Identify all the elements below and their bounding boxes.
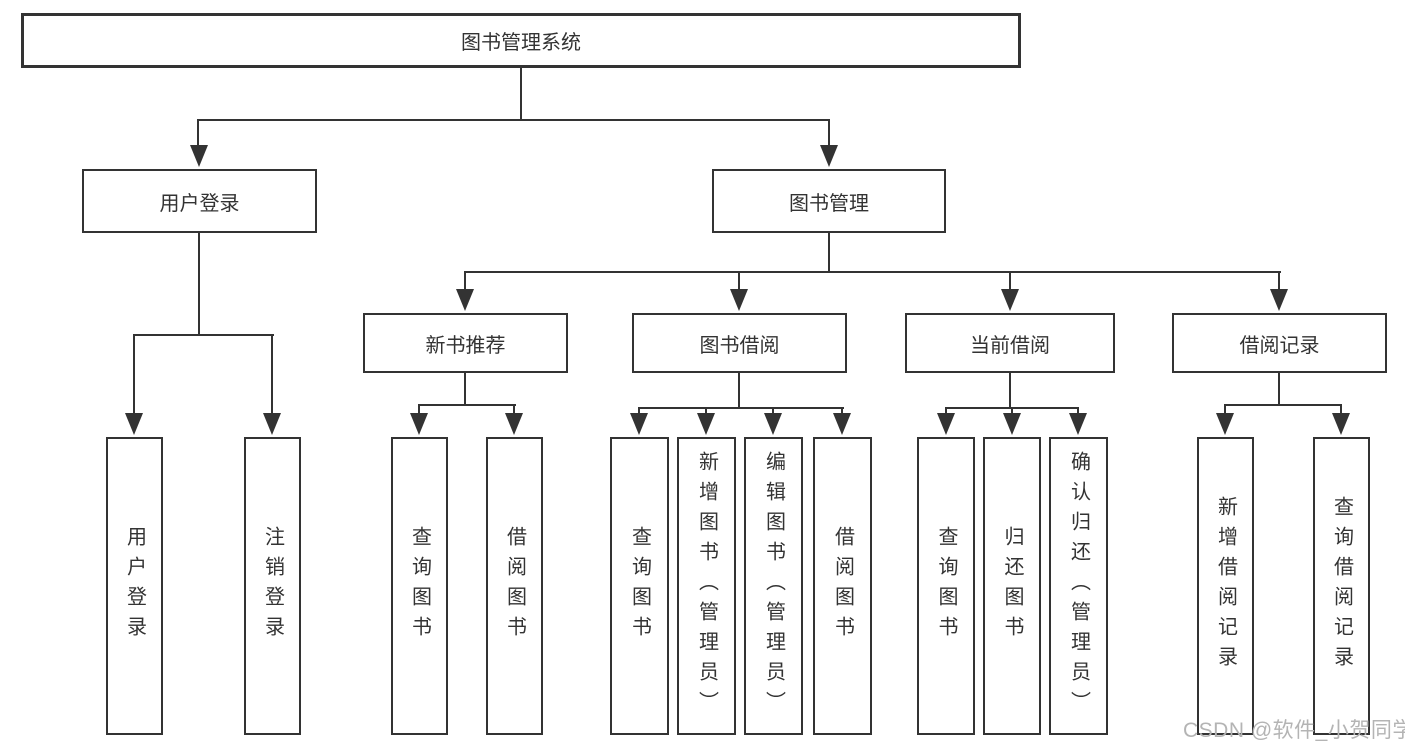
leaf-borrow-query-books: 查询图书 [610, 437, 669, 735]
connector-drop [1011, 407, 1013, 415]
connector-rec-stem [464, 373, 466, 406]
connector-drop [772, 407, 774, 415]
connector-drop [841, 407, 843, 415]
connector-records-bus [1224, 404, 1342, 406]
arrow-down-icon [1001, 289, 1019, 311]
node-new-book-recommendation: 新书推荐 [363, 313, 568, 373]
connector-drop [418, 404, 420, 415]
arrow-down-icon [456, 289, 474, 311]
node-book-borrowing: 图书借阅 [632, 313, 847, 373]
connector-root-stem [520, 68, 522, 121]
connector-drop [1077, 407, 1079, 415]
leaf-current-return-books: 归还图书 [983, 437, 1041, 735]
arrow-down-icon [833, 413, 851, 435]
arrow-down-icon [263, 413, 281, 435]
connector-drop [1224, 404, 1226, 415]
connector-drop [705, 407, 707, 415]
connector-drop-leaf-logout [271, 334, 273, 415]
leaf-borrow-edit-books-admin: 编辑图书（管理员） [744, 437, 803, 735]
leaf-current-query-books: 查询图书 [917, 437, 975, 735]
arrow-down-icon [820, 145, 838, 167]
connector-drop-leaf-login [133, 334, 135, 415]
connector-drop [513, 404, 515, 415]
leaf-rec-query-books: 查询图书 [391, 437, 448, 735]
arrow-down-icon [1216, 413, 1234, 435]
connector-drop [945, 407, 947, 415]
connector-current-stem [1009, 373, 1011, 409]
watermark: CSDN @软件_小贺同学 [1183, 719, 1405, 742]
connector-drop-recommendation [464, 271, 466, 294]
connector-drop [638, 407, 640, 415]
connector-drop-borrowing [738, 271, 740, 294]
arrow-down-icon [505, 413, 523, 435]
arrow-down-icon [764, 413, 782, 435]
node-borrowing-records: 借阅记录 [1172, 313, 1387, 373]
leaf-logout: 注销登录 [244, 437, 301, 735]
arrow-down-icon [190, 145, 208, 167]
arrow-down-icon [1332, 413, 1350, 435]
node-library-system: 图书管理系统 [21, 13, 1021, 68]
connector-drop [1340, 404, 1342, 415]
connector-rec-bus [418, 404, 516, 406]
connector-login-bus [133, 334, 274, 336]
leaf-records-add-record: 新增借阅记录 [1197, 437, 1254, 735]
connector-drop-current [1009, 271, 1011, 294]
connector-borrow-stem [738, 373, 740, 409]
connector-mgmt-bus [464, 271, 1281, 273]
node-book-management: 图书管理 [712, 169, 946, 233]
connector-borrow-bus [638, 407, 844, 409]
connector-records-stem [1278, 373, 1280, 406]
leaf-borrow-add-books-admin: 新增图书（管理员） [677, 437, 736, 735]
connector-drop-user-login [197, 119, 199, 147]
arrow-down-icon [410, 413, 428, 435]
arrow-down-icon [1069, 413, 1087, 435]
leaf-records-query-record: 查询借阅记录 [1313, 437, 1370, 735]
leaf-rec-borrow-books: 借阅图书 [486, 437, 543, 735]
connector-mgmt-stem [828, 233, 830, 273]
arrow-down-icon [730, 289, 748, 311]
arrow-down-icon [1270, 289, 1288, 311]
connector-drop-records [1278, 271, 1280, 294]
node-current-borrowing: 当前借阅 [905, 313, 1115, 373]
leaf-borrow-borrow-books: 借阅图书 [813, 437, 872, 735]
leaf-current-confirm-return-admin: 确认归还（管理员） [1049, 437, 1108, 735]
arrow-down-icon [125, 413, 143, 435]
arrow-down-icon [937, 413, 955, 435]
arrow-down-icon [1003, 413, 1021, 435]
connector-root-bus [197, 119, 830, 121]
connector-login-stem [198, 233, 200, 336]
node-user-login: 用户登录 [82, 169, 317, 233]
arrow-down-icon [630, 413, 648, 435]
connector-drop-book-management [828, 119, 830, 147]
leaf-user-login: 用户登录 [106, 437, 163, 735]
arrow-down-icon [697, 413, 715, 435]
